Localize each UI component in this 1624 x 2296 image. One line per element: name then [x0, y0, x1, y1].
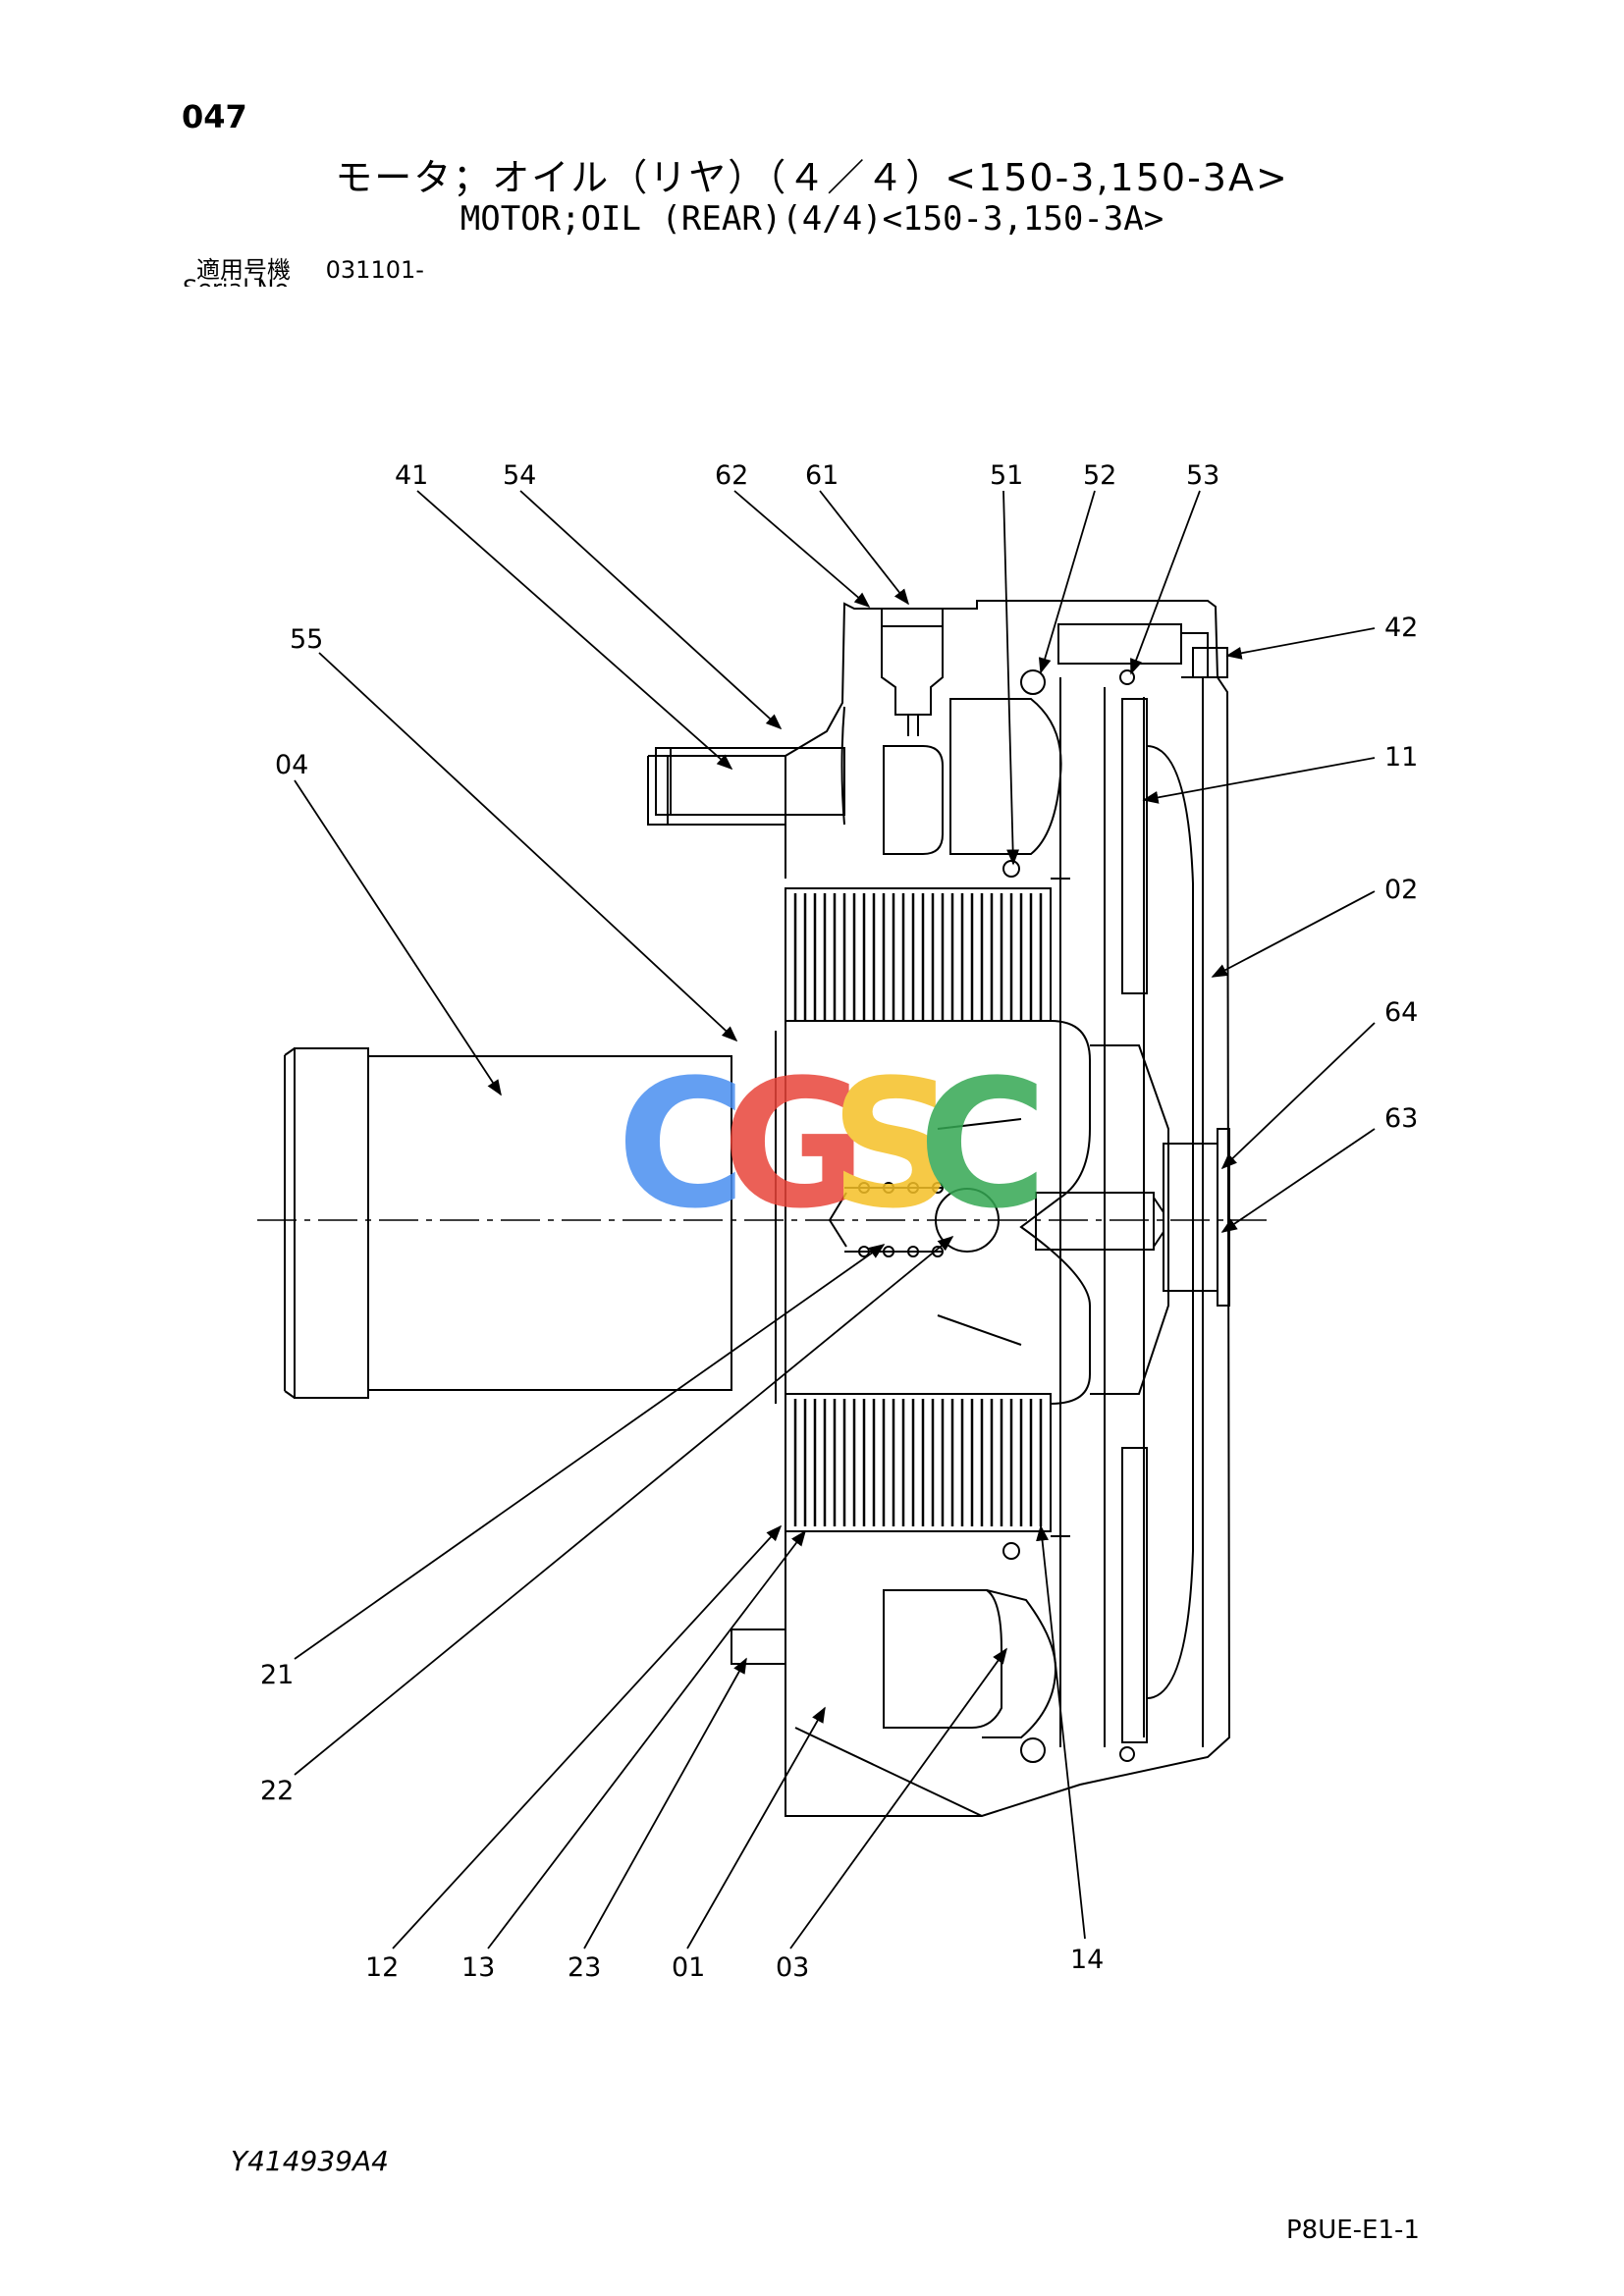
- callout-54: 54: [503, 460, 536, 491]
- page-number: 047: [182, 98, 247, 135]
- disc-pack-hatching: [793, 893, 1043, 1526]
- callout-61: 61: [805, 460, 839, 491]
- serial-label: 適用号機: [196, 256, 291, 284]
- callout-51: 51: [990, 460, 1023, 491]
- callout-42: 42: [1384, 613, 1418, 643]
- watermark-letter-s: S: [830, 1042, 957, 1248]
- leader-lines: [294, 490, 1376, 1949]
- document-id: Y414939A4: [231, 2145, 389, 2177]
- watermark-letter-c1: C: [617, 1042, 746, 1248]
- callout-62: 62: [715, 460, 748, 491]
- spring-coils: [858, 1182, 944, 1257]
- callout-02: 02: [1384, 875, 1418, 905]
- title-english: MOTOR;OIL (REAR)(4/4)<150-3,150-3A>: [460, 199, 1164, 239]
- callout-14: 14: [1070, 1945, 1104, 1975]
- callout-04: 04: [275, 750, 308, 780]
- serial-label-english: Serial No.: [183, 277, 296, 287]
- callout-23: 23: [568, 1952, 601, 1983]
- callout-03: 03: [776, 1952, 809, 1983]
- serial-row: 適用号機 031101-: [196, 250, 424, 285]
- callout-53: 53: [1186, 460, 1219, 491]
- watermark-letter-c2: C: [918, 1042, 1048, 1248]
- callout-12: 12: [365, 1952, 399, 1983]
- watermark-letter-g: G: [722, 1042, 867, 1248]
- cgsc-watermark: C G S C: [617, 1042, 1048, 1248]
- callout-21: 21: [260, 1660, 294, 1690]
- key-part-41: [655, 747, 845, 816]
- sheet-id: P8UE-E1-1: [1286, 2216, 1420, 2245]
- callout-01: 01: [672, 1952, 705, 1983]
- callout-52: 52: [1083, 460, 1116, 491]
- serial-value: 031101-: [325, 256, 424, 284]
- callout-13: 13: [461, 1952, 495, 1983]
- callout-41: 41: [395, 460, 428, 491]
- callout-63: 63: [1384, 1103, 1418, 1134]
- callout-64: 64: [1384, 997, 1418, 1028]
- callout-55: 55: [290, 624, 323, 655]
- motor-assembly: [284, 600, 1231, 1817]
- title-japanese: モータ；オイル（リヤ）（４／４）<150-3,150-3A>: [335, 156, 1289, 199]
- callout-22: 22: [260, 1776, 294, 1806]
- callout-11: 11: [1384, 742, 1418, 773]
